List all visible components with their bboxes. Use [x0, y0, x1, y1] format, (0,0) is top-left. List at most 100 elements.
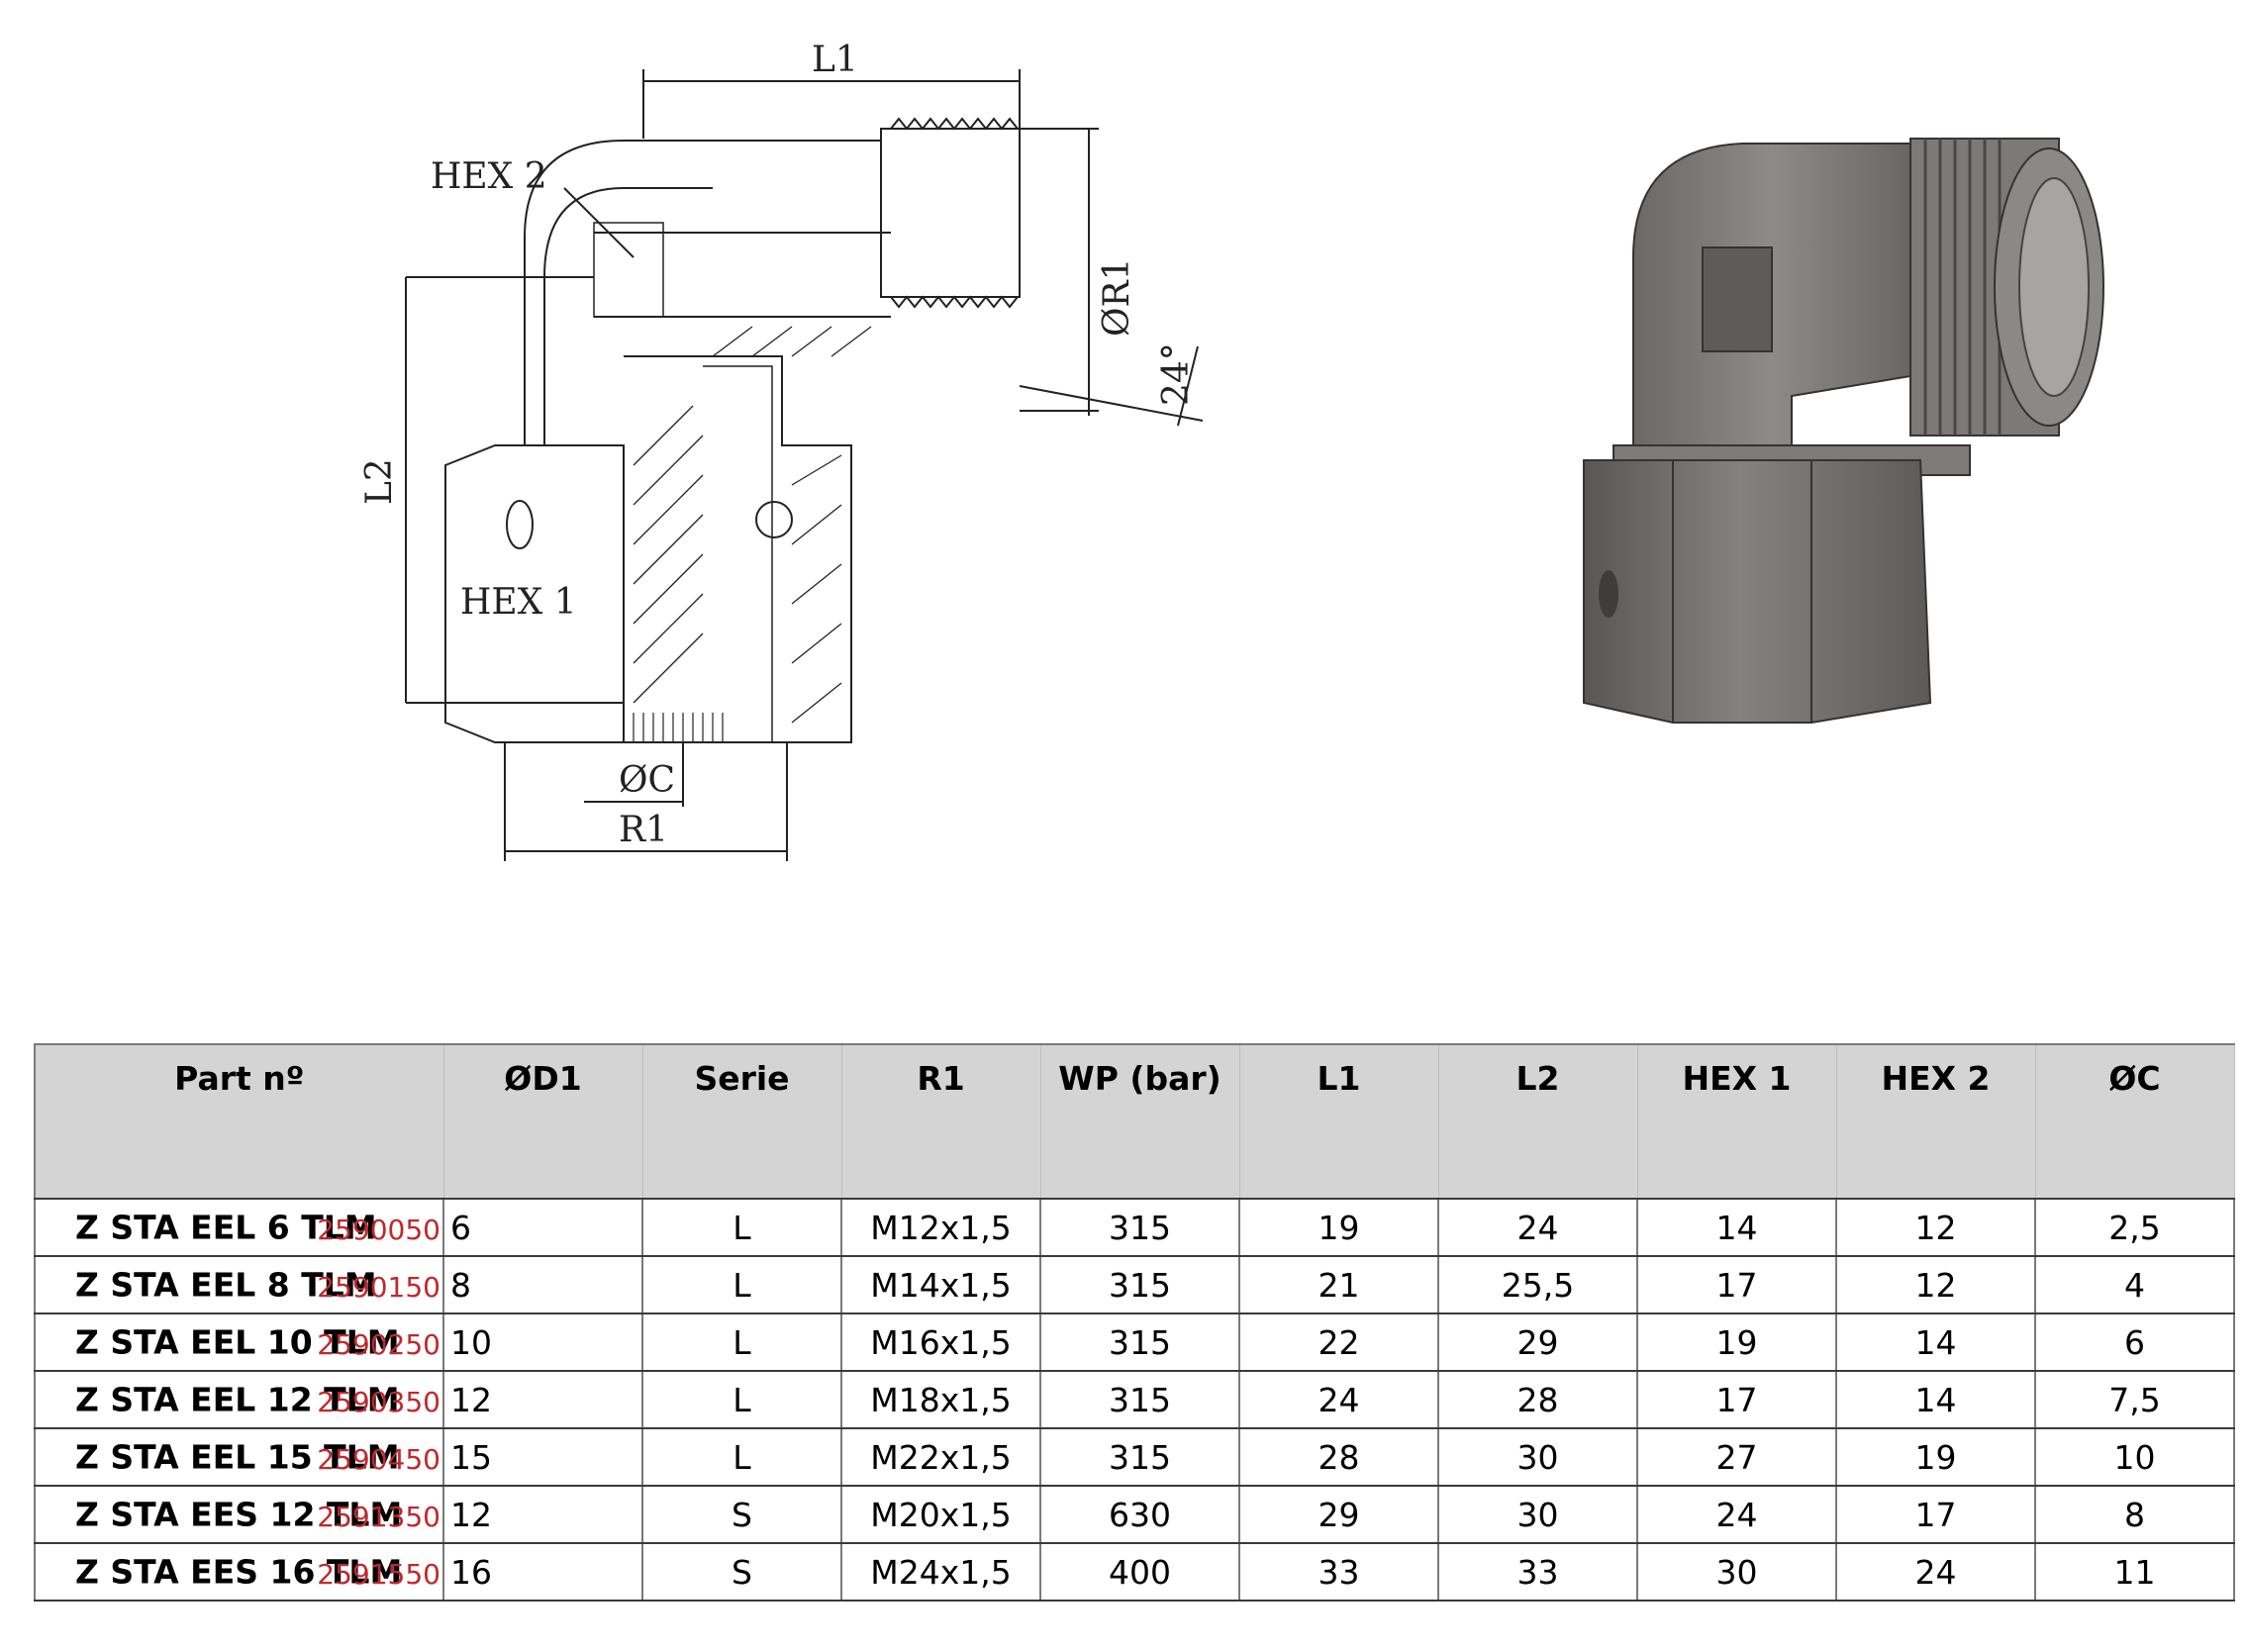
cell-l1: 33 — [1239, 1543, 1439, 1602]
cell-r1: M16x1,5 — [841, 1313, 1041, 1372]
cell-serie: S — [642, 1543, 842, 1602]
cell-c: 10 — [2035, 1428, 2235, 1487]
cell-l2: 25,5 — [1438, 1256, 1638, 1314]
cell-r1: M20x1,5 — [841, 1486, 1041, 1544]
header-l1: L1 — [1239, 1043, 1439, 1200]
dim-hex2-label: HEX 2 — [431, 156, 547, 197]
cell-serie: L — [642, 1256, 842, 1314]
cell-serie: L — [642, 1428, 842, 1487]
part-code: 2590250 — [317, 1328, 440, 1362]
cell-hex1: 17 — [1637, 1256, 1837, 1314]
cell-wp: 630 — [1040, 1486, 1240, 1544]
cell-d1: 12 — [443, 1371, 643, 1429]
cell-hex1: 17 — [1637, 1371, 1837, 1429]
cell-d1: 6 — [443, 1199, 643, 1257]
cell-l1: 22 — [1239, 1313, 1439, 1372]
cell-wp: 315 — [1040, 1313, 1240, 1372]
cell-l1: 21 — [1239, 1256, 1439, 1314]
cell-l1: 29 — [1239, 1486, 1439, 1544]
part-name: Z STA EEL 12 TLM — [75, 1380, 400, 1419]
part-name: Z STA EEL 6 TLM — [75, 1208, 377, 1247]
cell-r1: M18x1,5 — [841, 1371, 1041, 1429]
dim-r1-label: R1 — [619, 810, 668, 850]
cell-c: 2,5 — [2035, 1199, 2235, 1257]
dim-angle-label: 24° — [1156, 342, 1197, 406]
cell-c: 8 — [2035, 1486, 2235, 1544]
cell-serie: L — [642, 1313, 842, 1372]
cell-c: 7,5 — [2035, 1371, 2235, 1429]
cell-l1: 28 — [1239, 1428, 1439, 1487]
cell-hex1: 14 — [1637, 1199, 1837, 1257]
part-name: Z STA EEL 8 TLM — [75, 1265, 377, 1305]
header-hex1: HEX 1 — [1637, 1043, 1837, 1200]
cell-hex2: 12 — [1836, 1199, 2036, 1257]
cell-d1: 8 — [443, 1256, 643, 1314]
cell-hex1: 30 — [1637, 1543, 1837, 1602]
cell-wp: 315 — [1040, 1428, 1240, 1487]
header-part-no: Part nº — [34, 1043, 444, 1200]
part-code: 2590050 — [317, 1214, 440, 1247]
part-name: Z STA EEL 10 TLM — [75, 1322, 400, 1362]
cell-l1: 19 — [1239, 1199, 1439, 1257]
part-code: 2590150 — [317, 1271, 440, 1305]
dim-c-diameter-label: ØC — [619, 760, 675, 801]
dim-l1-label: L1 — [812, 40, 858, 80]
cell-wp: 315 — [1040, 1199, 1240, 1257]
cell-r1: M14x1,5 — [841, 1256, 1041, 1314]
part-name: Z STA EEL 15 TLM — [75, 1437, 400, 1477]
cell-hex2: 14 — [1836, 1371, 2036, 1429]
cell-wp: 315 — [1040, 1371, 1240, 1429]
cell-hex2: 14 — [1836, 1313, 2036, 1372]
header-serie: Serie — [642, 1043, 842, 1200]
part-code: 2590450 — [317, 1443, 440, 1477]
cell-l2: 33 — [1438, 1543, 1638, 1602]
cell-r1: M22x1,5 — [841, 1428, 1041, 1487]
header-r1: R1 — [841, 1043, 1041, 1200]
cell-l2: 24 — [1438, 1199, 1638, 1257]
cell-l2: 30 — [1438, 1486, 1638, 1544]
cell-hex2: 24 — [1836, 1543, 2036, 1602]
cell-r1: M24x1,5 — [841, 1543, 1041, 1602]
specification-table: Part nº ØD1 Serie R1 WP (bar) L1 L2 HEX … — [34, 1043, 2235, 1602]
cell-serie: S — [642, 1486, 842, 1544]
technical-drawing: L1 HEX 2 ØR1 24° L2 HEX 1 ØC R1 — [359, 40, 1204, 861]
cell-serie: L — [642, 1371, 842, 1429]
cell-wp: 315 — [1040, 1256, 1240, 1314]
cell-c: 4 — [2035, 1256, 2235, 1314]
fitting-render-image — [1583, 138, 2104, 724]
part-code: 2591350 — [317, 1501, 440, 1534]
part-name: Z STA EES 12 TLM — [75, 1495, 403, 1534]
cell-d1: 16 — [443, 1543, 643, 1602]
header-wp: WP (bar) — [1040, 1043, 1240, 1200]
cell-hex1: 19 — [1637, 1313, 1837, 1372]
part-name: Z STA EES 16 TLM — [75, 1552, 403, 1592]
cell-l2: 29 — [1438, 1313, 1638, 1372]
cell-l2: 28 — [1438, 1371, 1638, 1429]
cell-hex1: 27 — [1637, 1428, 1837, 1487]
cell-hex1: 24 — [1637, 1486, 1837, 1544]
cell-l1: 24 — [1239, 1371, 1439, 1429]
table-header-row: Part nº ØD1 Serie R1 WP (bar) L1 L2 HEX … — [34, 1043, 2235, 1200]
part-code: 2590350 — [317, 1386, 440, 1419]
dim-hex1-label: HEX 1 — [460, 582, 577, 623]
cell-c: 11 — [2035, 1543, 2235, 1602]
dim-r1-diameter-label: ØR1 — [1097, 257, 1137, 337]
header-d1: ØD1 — [443, 1043, 643, 1200]
cell-l2: 30 — [1438, 1428, 1638, 1487]
cell-d1: 10 — [443, 1313, 643, 1372]
cell-r1: M12x1,5 — [841, 1199, 1041, 1257]
header-hex2: HEX 2 — [1836, 1043, 2036, 1200]
